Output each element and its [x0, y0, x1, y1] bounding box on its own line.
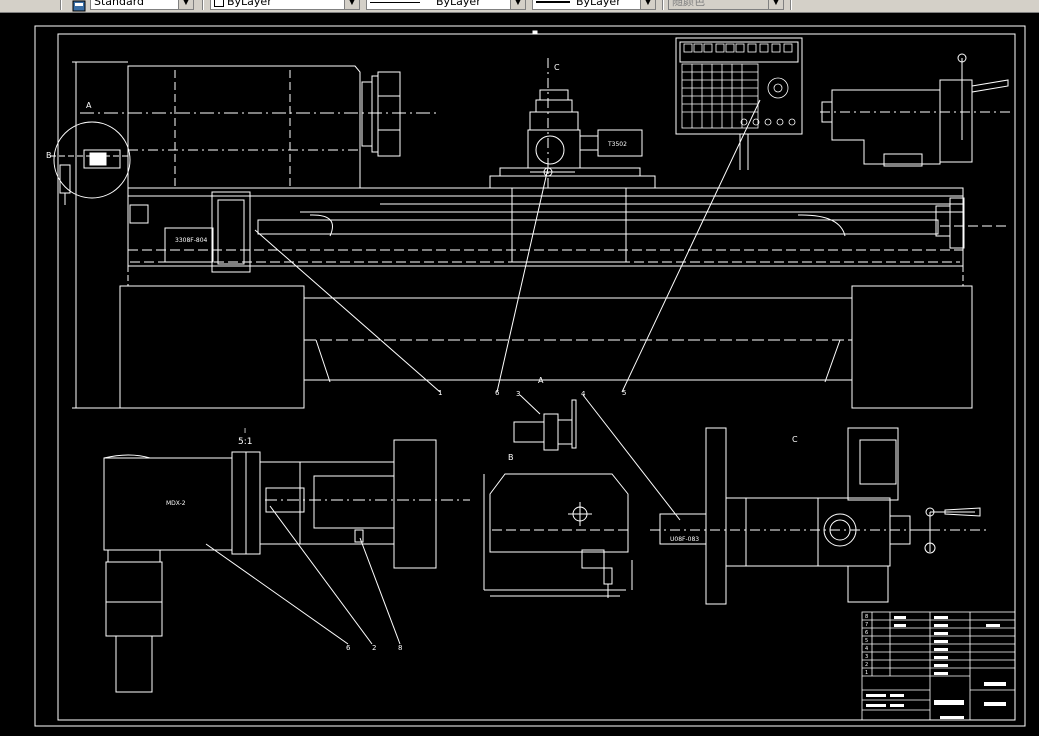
leader-label-6b: 6: [346, 644, 351, 652]
lineweight-value: ByLayer: [576, 0, 621, 8]
title-row-number: 6: [865, 630, 868, 636]
leader-label-8: 8: [398, 644, 402, 652]
title-row-number: 4: [865, 646, 868, 652]
control-panel-keys: [681, 43, 796, 129]
detail-scale: 5:1: [238, 437, 252, 447]
leader-label-2: 2: [372, 644, 376, 652]
toolbar-separator: [60, 0, 62, 10]
drawing-canvas[interactable]: C A B 3308F-804 T3502 1 6 5 A 3 4: [0, 13, 1039, 736]
linetype-select[interactable]: ByLayer ▼: [366, 0, 526, 10]
lineweight-select[interactable]: ByLayer ▼: [532, 0, 656, 10]
text-style-value: Standard: [94, 0, 145, 8]
title-row-number: 8: [865, 614, 868, 620]
text-style-icon[interactable]: [72, 0, 86, 12]
leader-label-3: 3: [516, 390, 520, 398]
section-label-b: B: [508, 453, 514, 462]
detail-label-b: B: [46, 151, 52, 160]
section-c-view: [650, 427, 990, 605]
section-label-c-top: C: [554, 63, 560, 72]
title-block: [861, 611, 1016, 721]
leader-label-5: 5: [622, 389, 626, 397]
chevron-down-icon[interactable]: ▼: [178, 0, 193, 9]
color-swatch-icon: [214, 0, 224, 7]
motor-label-left: 3308F-804: [175, 237, 208, 244]
section-label-a: A: [538, 376, 544, 385]
layer-value: ByLayer: [227, 0, 272, 8]
leader-label-1: 1: [438, 389, 442, 397]
toolbar-separator: [790, 0, 792, 10]
title-row-number: 1: [865, 670, 868, 676]
leader-label-4: 4: [581, 390, 586, 398]
linetype-preview-icon: [370, 1, 420, 3]
section-a-view: [513, 394, 681, 521]
properties-toolbar: Standard ▼ ByLayer ▼ ByLayer ▼ ByLayer ▼…: [0, 0, 1039, 13]
motor-label-right: U08F-083: [670, 536, 699, 543]
lineweight-preview-icon: [536, 1, 570, 3]
chevron-down-icon[interactable]: ▼: [510, 0, 525, 9]
detail-i-view: [103, 439, 470, 693]
toolbar-separator: [662, 0, 664, 10]
sheet-inner-border: [57, 33, 1016, 721]
leader-label-6: 6: [495, 389, 500, 397]
section-label-c: C: [792, 435, 798, 444]
chevron-down-icon[interactable]: ▼: [768, 0, 783, 9]
linetype-value: ByLayer: [436, 0, 481, 8]
text-style-select[interactable]: Standard ▼: [90, 0, 194, 10]
title-row-number: 5: [865, 638, 868, 644]
chevron-down-icon[interactable]: ▼: [344, 0, 359, 9]
motor-label-top: T3502: [607, 141, 627, 148]
title-block-text-marks: [866, 616, 1006, 719]
title-row-number: 3: [865, 654, 868, 660]
toolbar-separator: [202, 0, 204, 10]
sheet-center-mark: [532, 30, 538, 35]
plot-style-select[interactable]: 随颜色 ▼: [668, 0, 784, 10]
title-row-number: 7: [865, 622, 868, 628]
title-row-number: 2: [865, 662, 868, 668]
lathe-main-view: [50, 37, 1010, 409]
layer-select[interactable]: ByLayer ▼: [210, 0, 360, 10]
detail-label-top: I: [244, 427, 246, 435]
callout-small: MDX-2: [166, 500, 186, 507]
chevron-down-icon[interactable]: ▼: [640, 0, 655, 9]
detail-label-a: A: [86, 101, 92, 110]
section-b-view: [483, 473, 633, 598]
sheet-outer-border: [34, 25, 1026, 727]
plot-style-value: 随颜色: [672, 0, 705, 8]
